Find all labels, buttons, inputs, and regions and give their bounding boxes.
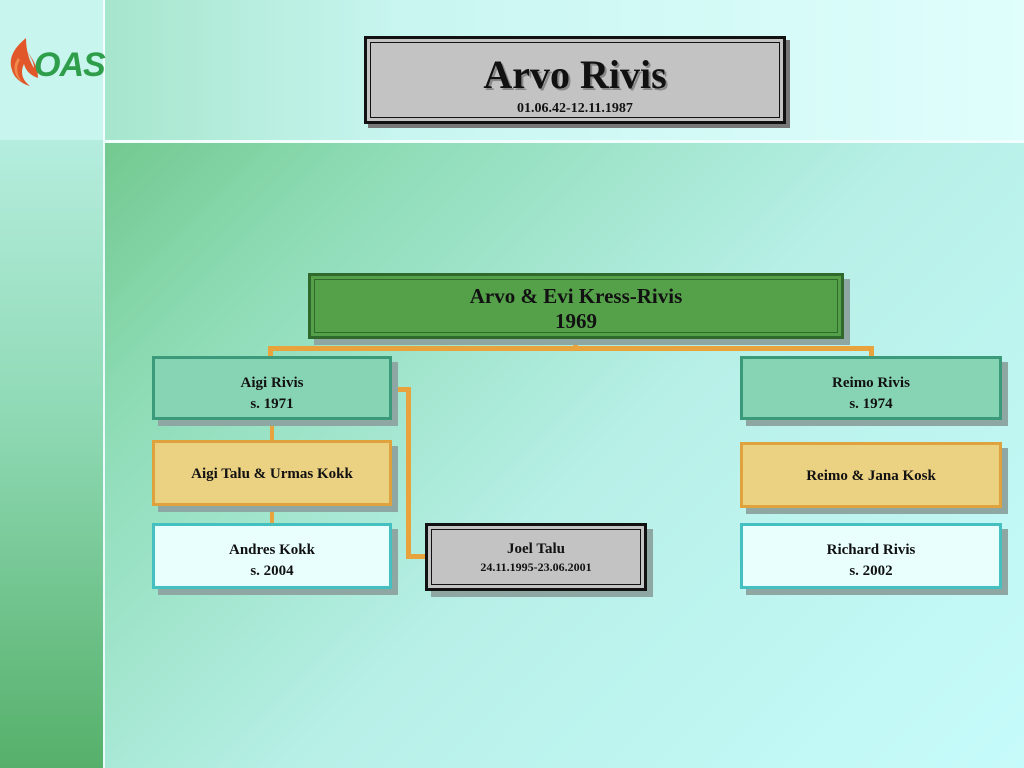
logo-cell: OAS bbox=[0, 0, 106, 140]
connector-left-child-to-couple bbox=[270, 420, 274, 444]
left-grandchild-birth: s. 2004 bbox=[250, 563, 294, 579]
page-title: Arvo Rivis bbox=[483, 52, 667, 97]
left-grandchild-name: Andres Kokk bbox=[228, 542, 315, 558]
node-root-couple: Arvo & Evi Kress-Rivis 1969 bbox=[308, 273, 844, 339]
connector-left-child-side bbox=[390, 387, 410, 392]
root-year: 1969 bbox=[555, 309, 597, 333]
deceased-grandchild-dates: 24.11.1995-23.06.2001 bbox=[480, 560, 592, 574]
connector-side-vertical bbox=[406, 387, 411, 559]
node-right-couple: Reimo & Jana Kosk bbox=[740, 442, 1002, 508]
connector-to-deceased bbox=[406, 554, 428, 559]
right-grandchild-name: Richard Rivis bbox=[826, 542, 916, 558]
node-left-grandchild: Andres Kokk s. 2004 bbox=[152, 523, 392, 589]
node-right-grandchild: Richard Rivis s. 2002 bbox=[740, 523, 1002, 589]
right-child-birth: s. 1974 bbox=[849, 396, 893, 412]
left-child-name: Aigi Rivis bbox=[240, 375, 304, 391]
title-box: Arvo Rivis 01.06.42-12.11.1987 bbox=[364, 36, 786, 124]
connector-to-right-child bbox=[869, 346, 874, 360]
right-couple-names: Reimo & Jana Kosk bbox=[806, 468, 936, 484]
connector-root-horizontal bbox=[268, 346, 874, 351]
logo: OAS bbox=[4, 36, 106, 94]
node-left-child: Aigi Rivis s. 1971 bbox=[152, 356, 392, 420]
node-deceased-grandchild: Joel Talu 24.11.1995-23.06.2001 bbox=[425, 523, 647, 591]
right-child-name: Reimo Rivis bbox=[832, 375, 910, 391]
life-dates: 01.06.42-12.11.1987 bbox=[517, 101, 633, 116]
connector-to-left-child bbox=[268, 346, 273, 360]
left-child-birth: s. 1971 bbox=[250, 396, 294, 412]
root-names: Arvo & Evi Kress-Rivis bbox=[469, 284, 683, 308]
flame-icon bbox=[10, 38, 38, 86]
connector-left-couple-to-grandchild bbox=[270, 506, 274, 528]
right-grandchild-birth: s. 2002 bbox=[849, 563, 893, 579]
left-couple-names: Aigi Talu & Urmas Kokk bbox=[191, 466, 353, 482]
deceased-grandchild-name: Joel Talu bbox=[507, 541, 565, 557]
node-left-couple: Aigi Talu & Urmas Kokk bbox=[152, 440, 392, 506]
node-right-child: Reimo Rivis s. 1974 bbox=[740, 356, 1002, 420]
logo-text: OAS bbox=[34, 46, 106, 84]
